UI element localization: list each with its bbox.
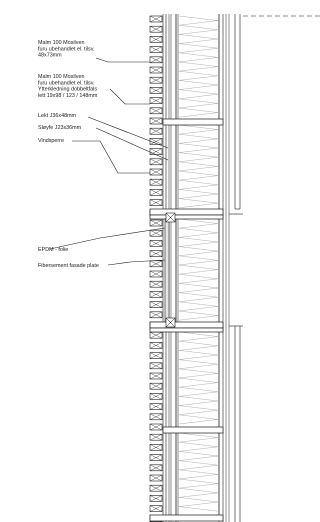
cladding-board xyxy=(149,291,163,298)
cladding-board xyxy=(149,495,163,502)
label-cladding-boards: Malm 100 Mosilven furu ubehandlet el. ti… xyxy=(38,40,96,59)
cladding-board xyxy=(149,107,163,115)
cladding-board xyxy=(149,423,163,431)
insulation-hatch xyxy=(178,15,219,512)
cladding-board xyxy=(149,474,163,482)
cladding-board xyxy=(149,403,163,410)
cladding-board xyxy=(149,454,163,461)
cladding-board-column xyxy=(149,15,163,522)
cladding-board xyxy=(149,117,163,125)
cladding-board xyxy=(149,15,163,23)
cladding-board xyxy=(149,148,163,155)
labels: Malm 100 Mosilven furu ubehandlet el. ti… xyxy=(38,40,99,269)
label-batten: Lekt J36x48mm xyxy=(38,113,77,119)
cladding-board xyxy=(149,331,163,339)
cladding-board xyxy=(149,138,163,145)
insulation-zigzag xyxy=(178,15,219,118)
cladding-board xyxy=(149,168,163,176)
label-epdm: EPDM - folie xyxy=(38,247,68,253)
fibre-cement-plate xyxy=(164,212,176,328)
cladding-board xyxy=(149,56,163,64)
cladding-board xyxy=(149,260,163,268)
cladding-board xyxy=(149,352,163,359)
insulation-zigzag xyxy=(178,218,219,321)
cladding-board xyxy=(149,505,163,512)
horizontal-studs xyxy=(149,118,224,522)
cladding-board xyxy=(149,76,163,84)
cladding-board xyxy=(149,362,163,370)
cladding-board xyxy=(149,464,163,472)
label-counter-batten: Sløyfe J23x36mm xyxy=(38,125,82,131)
cladding-board xyxy=(149,342,163,349)
cladding-board xyxy=(149,97,163,104)
insulation-zigzag xyxy=(178,331,219,425)
cladding-board xyxy=(149,178,163,186)
cladding-board xyxy=(149,199,163,206)
cladding-board xyxy=(149,46,163,53)
cladding-board xyxy=(149,444,163,451)
cladding-board xyxy=(149,484,163,492)
cladding-board xyxy=(149,240,163,247)
label-fibre-cement: Fibersement fasade plate xyxy=(38,263,99,269)
cladding-board xyxy=(149,382,163,390)
cladding-board xyxy=(149,189,163,196)
insulation-zigzag xyxy=(178,432,219,512)
cladding-board xyxy=(149,250,163,257)
cladding-board xyxy=(149,280,163,288)
cladding-board xyxy=(149,127,163,135)
cladding-board xyxy=(149,36,163,43)
cladding-board xyxy=(149,87,163,94)
cladding-board xyxy=(149,270,163,278)
cladding-board xyxy=(149,413,163,421)
cladding-board xyxy=(149,311,163,319)
cladding-board xyxy=(149,229,163,237)
cladding-board xyxy=(149,301,163,308)
cladding-board xyxy=(149,393,163,400)
leader-lines xyxy=(49,57,169,266)
label-exterior-cladding: Malm 100 Mosilven furu ubehandlet el. ti… xyxy=(38,74,99,99)
cladding-board xyxy=(149,158,163,166)
cladding-board xyxy=(149,372,163,380)
insulation-zigzag xyxy=(178,124,219,208)
cladding-board xyxy=(149,219,163,227)
label-wind-barrier: Vindsperre xyxy=(38,138,64,144)
cladding-board xyxy=(149,433,163,441)
cladding-board xyxy=(149,25,163,33)
cladding-board xyxy=(149,66,163,74)
